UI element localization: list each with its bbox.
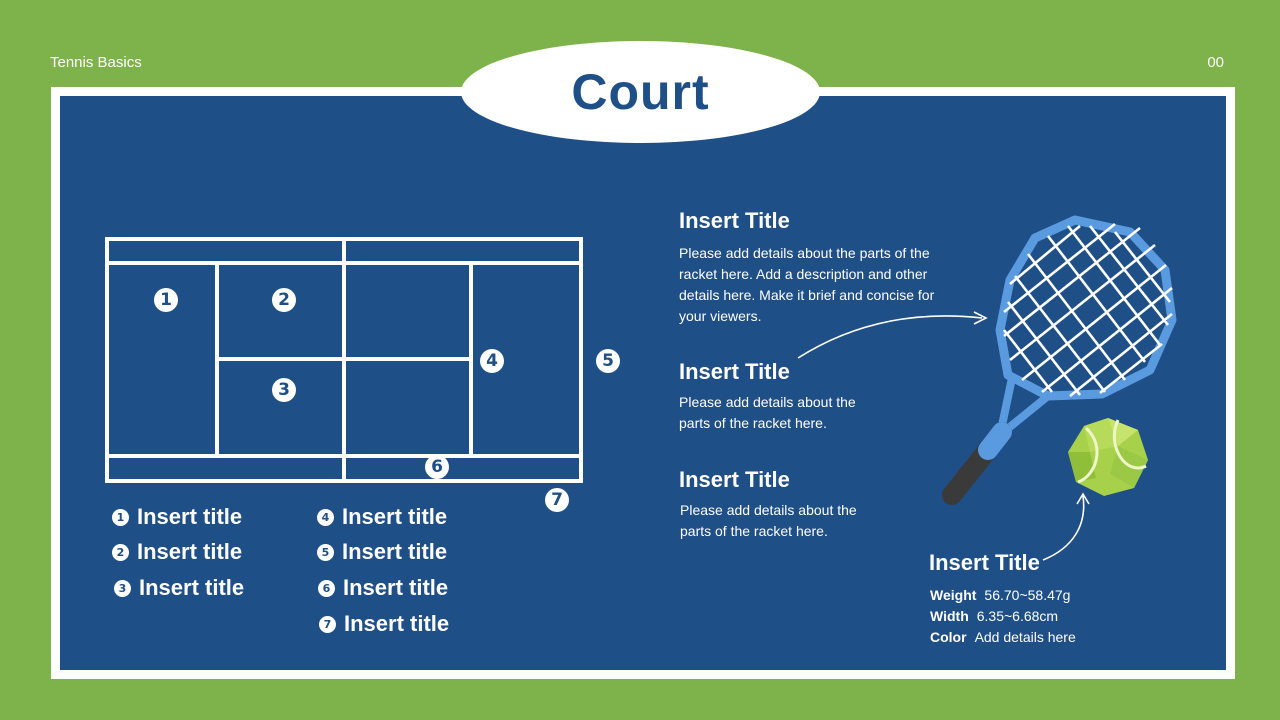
court-marker-3: 3 (272, 378, 296, 402)
court-marker-1: 1 (154, 288, 178, 312)
page-title: Court (461, 41, 820, 143)
court-marker-5: 5 (596, 349, 620, 373)
arrow-icon (1042, 492, 1090, 561)
spec-value: Add details here (974, 629, 1076, 645)
info-title-3: Insert Title (679, 467, 790, 492)
spec-width: Width 6.35~6.68cm (930, 608, 1058, 624)
tennis-racket-icon (942, 215, 1177, 505)
topic-label: Tennis Basics (50, 54, 142, 71)
legend-number: 4 (317, 508, 334, 526)
legend-number: 5 (317, 543, 334, 561)
spec-value: 56.70~58.47g (984, 587, 1071, 603)
ball-info-title: Insert Title (929, 550, 1040, 575)
spec-color: Color Add details here (930, 629, 1076, 645)
legend-number: 2 (112, 543, 129, 561)
court-diagram (105, 237, 583, 483)
spec-weight: Weight 56.70~58.47g (930, 587, 1070, 603)
legend-item-6: 6 Insert title (318, 575, 448, 601)
info-text-2: Please add details about the parts of th… (679, 394, 856, 431)
info-title-1: Insert Title (679, 208, 790, 233)
legend-item-7: 7 Insert title (319, 611, 449, 637)
legend-number: 7 (319, 615, 336, 633)
legend-label: Insert title (137, 539, 243, 564)
legend-number: 6 (318, 579, 335, 597)
legend-label: Insert title (342, 504, 448, 529)
court-marker-2: 2 (272, 288, 296, 312)
tennis-ball-icon (1068, 418, 1148, 496)
legend-label: Insert title (344, 611, 450, 636)
court-marker-6: 6 (425, 455, 449, 479)
info-text-3: Please add details about the parts of th… (680, 502, 857, 539)
spec-value: 6.35~6.68cm (976, 608, 1059, 624)
legend-label: Insert title (137, 504, 243, 529)
legend-label: Insert title (343, 575, 449, 600)
court-marker-7: 7 (545, 488, 569, 512)
spec-label: Width (930, 608, 969, 624)
legend-label: Insert title (139, 575, 245, 600)
legend-item-3: 3 Insert title (114, 575, 244, 601)
legend-item-4: 4 Insert title (317, 504, 447, 530)
legend-label: Insert title (342, 539, 448, 564)
info-title-2: Insert Title (679, 359, 790, 384)
info-text-1: Please add details about the parts of th… (679, 245, 935, 324)
spec-label: Color (930, 629, 967, 645)
legend-item-1: 1 Insert title (112, 504, 242, 530)
legend-number: 3 (114, 579, 131, 597)
spec-label: Weight (930, 587, 977, 603)
court-marker-4: 4 (480, 349, 504, 373)
legend-item-2: 2 Insert title (112, 539, 242, 565)
arrow-icon (797, 311, 988, 359)
legend-item-5: 5 Insert title (317, 539, 447, 565)
legend-number: 1 (112, 508, 129, 526)
page-number: 00 (1207, 54, 1224, 71)
